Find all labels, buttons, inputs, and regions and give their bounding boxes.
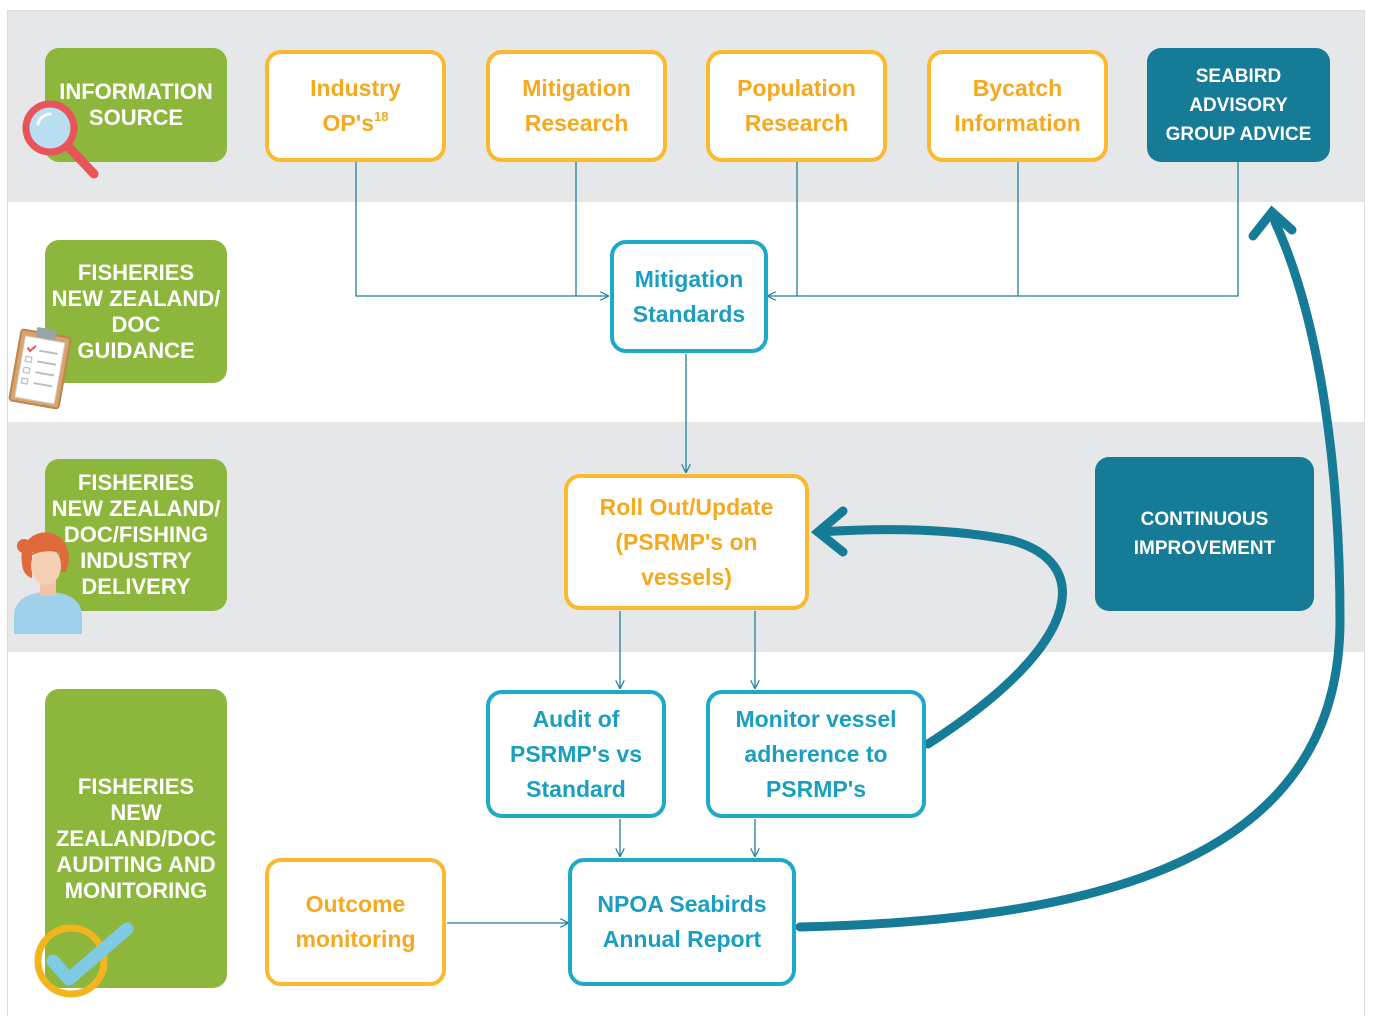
mitigation-standards-line-1: Mitigation [634,265,744,292]
annual-report-line-2: Annual Report [602,926,762,952]
feedback-arrowhead-rollout [810,506,848,557]
role-auditing-line-1: FISHERIES [77,773,195,799]
role-delivery-line-1: FISHERIES [77,470,195,495]
industry-ops-label: OP's [322,110,375,136]
continuous-improvement-box: CONTINUOUS IMPROVEMENT [1095,457,1314,611]
audit-line-1: Audit of [532,705,620,732]
seabird-advisory-line-1: SEABIRD [1195,65,1282,87]
population-research-box: Population Research [706,50,887,162]
roll-out-line-3: vessels) [641,563,732,590]
seabird-advisory-box: SEABIRD ADVISORY GROUP ADVICE [1147,48,1330,162]
annual-report-line-1: NPOA Seabirds [597,891,767,917]
bycatch-information-box: Bycatch Information [927,50,1108,162]
role-auditing: FISHERIES NEW ZEALAND/DOC AUDITING AND M… [45,689,227,988]
role-guidance-line-4: GUIDANCE [77,337,195,363]
connector-seabird-to-standards [768,162,1239,296]
roll-out-line-2: (PSRMP's on [615,528,758,555]
role-auditing-line-2: NEW [110,799,162,825]
continuous-improvement-line-2: IMPROVEMENT [1133,538,1276,559]
feedback-arrow-monitor-to-rollout [813,525,1067,749]
role-delivery-line-5: DELIVERY [81,574,191,599]
continuous-improvement-line-1: CONTINUOUS [1140,509,1269,530]
monitor-vessel-box: Monitor vessel adherence to PSRMP's [706,690,926,818]
diagram-frame [7,10,1365,1016]
role-guidance-line-2: NEW ZEALAND/ [51,285,221,311]
mitigation-standards-box: Mitigation Standards [610,240,768,353]
mitigation-research-box: Mitigation Research [486,50,667,162]
role-information-source-line-1: INFORMATION [59,79,213,104]
role-auditing-line-5: MONITORING [64,877,208,903]
roll-out-update-box: Roll Out/Update (PSRMP's on vessels) [564,474,809,610]
industry-ops-footnote: 18 [374,109,389,124]
outcome-monitoring-line-2: monitoring [295,926,416,952]
role-delivery: FISHERIES NEW ZEALAND/ DOC/FISHING INDUS… [45,459,227,611]
role-guidance-line-1: FISHERIES [77,259,195,285]
bycatch-information-line-1: Bycatch [972,75,1063,101]
annual-report-box: NPOA Seabirds Annual Report [568,858,796,986]
industry-ops-box: Industry OP's18 [265,50,446,162]
role-auditing-line-4: AUDITING AND [56,851,216,877]
seabird-advisory-line-3: GROUP ADVICE [1165,123,1312,145]
role-guidance: FISHERIES NEW ZEALAND/ DOC GUIDANCE [45,240,227,383]
audit-line-3: Standard [526,775,626,802]
role-information-source-line-2: SOURCE [88,105,184,130]
magnifier-icon [22,100,99,179]
industry-ops-line-1: Industry [310,75,401,101]
mitigation-research-line-1: Mitigation [522,75,631,101]
feedback-arrows [795,205,1345,932]
population-research-line-1: Population [737,75,856,101]
role-delivery-line-3: DOC/FISHING [63,522,209,547]
mitigation-standards-line-2: Standards [632,300,746,327]
checkmark-icon [34,922,134,998]
mitigation-research-line-2: Research [524,110,629,136]
band-information-source [8,10,1365,202]
monitor-line-2: adherence to [744,740,888,767]
monitor-line-3: PSRMP's [765,775,867,802]
industry-ops-line-2: OP's18 [310,106,401,141]
roll-out-line-1: Roll Out/Update [599,493,774,520]
role-information-source: INFORMATION SOURCE [45,48,227,162]
audit-box: Audit of PSRMP's vs Standard [486,690,666,818]
population-research-line-2: Research [744,110,849,136]
connector-industry-to-standards [355,162,608,296]
person-icon [14,532,82,634]
thin-connectors [355,162,1239,923]
bycatch-information-line-2: Information [954,110,1081,136]
role-guidance-line-3: DOC [111,311,161,337]
clipboard-icon [8,327,72,410]
role-delivery-line-4: INDUSTRY [80,548,192,573]
role-delivery-line-2: NEW ZEALAND/ [51,496,221,521]
outcome-monitoring-line-1: Outcome [305,891,406,917]
seabird-advisory-line-2: ADVISORY [1189,94,1288,116]
audit-line-2: PSRMP's vs [509,740,643,767]
feedback-arrow-report-to-advisory [795,217,1345,932]
monitor-line-1: Monitor vessel [735,705,897,732]
feedback-arrowhead-advisory [1248,205,1297,241]
role-auditing-line-3: ZEALAND/DOC [55,825,217,851]
outcome-monitoring-box: Outcome monitoring [265,858,446,986]
